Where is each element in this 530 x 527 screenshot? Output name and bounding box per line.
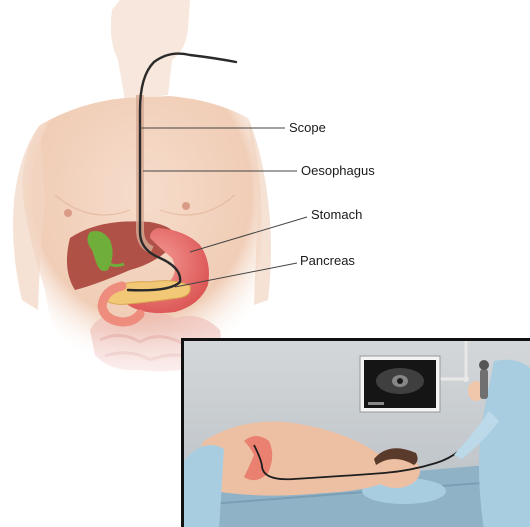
procedure-scene <box>184 341 530 527</box>
procedure-inset <box>181 338 530 527</box>
label-pancreas: Pancreas <box>300 253 355 268</box>
label-oesophagus: Oesophagus <box>301 163 375 178</box>
patient-blanket <box>184 445 224 527</box>
label-stomach: Stomach <box>311 207 362 222</box>
label-scope: Scope <box>289 120 326 135</box>
ultrasound-monitor <box>360 356 440 412</box>
right-nipple <box>182 202 190 210</box>
left-nipple <box>64 209 72 217</box>
endoscope-handle <box>480 369 488 399</box>
monitor-arm-joint <box>463 376 469 382</box>
human-head <box>111 0 190 100</box>
